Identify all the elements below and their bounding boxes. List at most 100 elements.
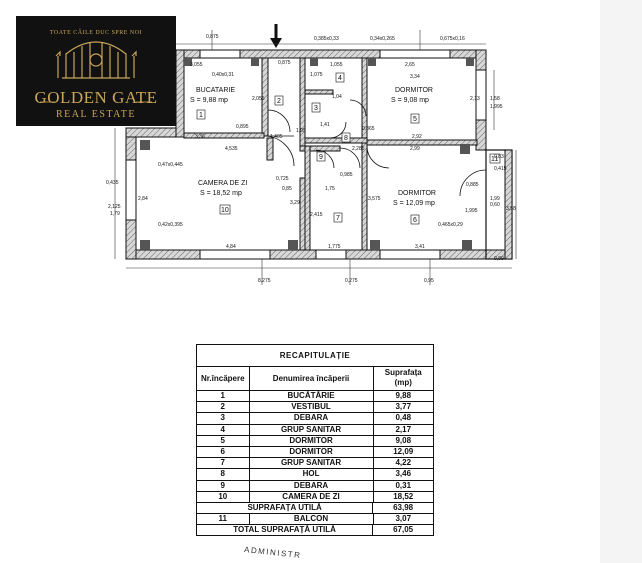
room-9-number: 9	[319, 154, 323, 161]
useful-area-label: SUPRAFAȚA UTILĂ	[197, 502, 374, 514]
recap-table: RECAPITULAȚIE Nr.încăpere Denumirea încă…	[196, 344, 434, 537]
dim-text: 2,125	[108, 204, 121, 210]
dim-text: 0,34x0,265	[370, 36, 395, 42]
dim-text: 1,58	[490, 96, 500, 102]
row-area: 3,77	[395, 402, 412, 412]
door-swings	[263, 99, 487, 197]
room-4-number: 4	[338, 75, 342, 82]
row-number: 2	[197, 402, 250, 413]
header-area-label: Suprafața	[384, 368, 422, 377]
dim-text: 0,47x0,445	[158, 162, 183, 168]
dim-text: 0,875	[278, 60, 291, 66]
room-5-area: S = 9,08 mp	[391, 97, 429, 104]
windows	[125, 49, 487, 260]
row-name: GRUP SANITAR	[250, 424, 374, 435]
dim-text: 0,385x0,33	[314, 36, 339, 42]
dim-text: 0,985	[340, 172, 353, 178]
dim-text: 2,99	[410, 146, 420, 152]
dim-text: 0,465x0,29	[438, 222, 463, 228]
room-6-number: 6	[413, 217, 417, 224]
useful-area-value: 63,98	[393, 502, 414, 512]
interior-walls	[183, 57, 478, 251]
row-number: 1	[197, 391, 250, 402]
dim-text: 3,41	[415, 244, 425, 250]
room-1-number: 1	[199, 112, 203, 119]
row-area: 0,48	[395, 413, 412, 423]
dim-text: 0,895	[236, 124, 249, 130]
dim-text: 2,285	[352, 146, 365, 152]
dim-text: 2,415	[310, 212, 323, 218]
row-name: DEBARA	[250, 480, 374, 491]
dim-text: 2,65	[405, 62, 415, 68]
room-7-number: 7	[336, 215, 340, 222]
row-number: 10	[197, 491, 250, 502]
row-area: 2,17	[395, 424, 412, 434]
sheet-edge	[600, 0, 642, 563]
dim-text: 1,75	[325, 186, 335, 192]
dim-text: 0,95	[424, 278, 434, 284]
dim-text: 2,84	[138, 196, 148, 202]
header-name: Denumirea încăperii	[250, 367, 374, 390]
room-10-name: CAMERA DE ZI	[198, 180, 247, 187]
dim-text: 4,535	[225, 146, 238, 152]
row-number: 4	[197, 424, 250, 435]
table-row: 2 VESTIBUL 3,77	[197, 402, 433, 414]
row-name: HOL	[250, 469, 374, 480]
row-name: GRUP SANITAR	[250, 458, 374, 469]
table-row: 3 DEBARA 0,48	[197, 413, 433, 425]
dim-text: 0,89	[494, 256, 504, 262]
dim-text: 3,36	[195, 134, 205, 140]
balcony-row: 11 BALCON 3,07	[197, 514, 433, 526]
row-area: 0,31	[395, 480, 412, 490]
dim-text: 1,04	[332, 94, 342, 100]
row-area: 18,52	[393, 491, 414, 501]
total-area-label: TOTAL SUPRAFAȚĂ UTILĂ	[197, 525, 374, 536]
dim-text: 1,405	[270, 134, 283, 140]
dim-text: 0,675x0,16	[440, 36, 465, 42]
table-row: 10 CAMERA DE ZI 18,52	[197, 491, 433, 503]
dim-text: 2,92	[412, 134, 422, 140]
row-area: 3,46	[395, 469, 412, 479]
dim-text: 1,95	[296, 128, 306, 134]
room-6-name: DORMITOR	[398, 190, 436, 197]
gate-emblem-icon	[40, 41, 152, 103]
dim-text: 0,435	[106, 180, 119, 186]
header-area-unit: (mp)	[394, 378, 412, 387]
recap-title: RECAPITULAȚIE	[197, 345, 433, 367]
dim-text: 1,79	[110, 211, 120, 217]
dim-text: 0,415	[494, 166, 507, 172]
room-2-number: 2	[277, 98, 281, 105]
balcony-number: 11	[197, 514, 250, 525]
room-5-name: DORMITOR	[395, 87, 433, 94]
dim-text: 1,995	[490, 104, 503, 110]
row-area: 9,08	[395, 435, 412, 445]
header-number: Nr.încăpere	[197, 367, 250, 390]
dimension-lines	[114, 30, 517, 285]
recap-header-row: Nr.încăpere Denumirea încăperii Suprafaț…	[197, 367, 433, 391]
row-area: 12,09	[393, 446, 414, 456]
room-1-name: BUCATARIE	[196, 87, 235, 94]
total-area-row: TOTAL SUPRAFAȚĂ UTILĂ 67,05	[197, 525, 433, 536]
row-number: 3	[197, 413, 250, 424]
dimension-texts: 3,055 0,40x0,31 0,385x0,33 0,34x0,265 0,…	[106, 34, 516, 284]
dim-text: 0,40x0,31	[212, 72, 234, 78]
entrance-arrow	[270, 24, 282, 48]
row-number: 8	[197, 469, 250, 480]
row-name: CAMERA DE ZI	[250, 491, 374, 502]
footer-stamp: ADMINISTR	[243, 545, 302, 560]
dim-text: 3,575	[368, 196, 381, 202]
total-area-value: 67,05	[393, 525, 414, 535]
dim-text: 8,275	[258, 278, 271, 284]
useful-area-row: SUPRAFAȚA UTILĂ 63,98	[197, 502, 433, 515]
row-name: DORMITOR	[250, 446, 374, 458]
table-row: 7 GRUP SANITAR 4,22	[197, 458, 433, 470]
table-row: 6 DORMITOR 12,09	[197, 446, 433, 459]
dim-text: 1,055	[330, 62, 343, 68]
columns	[140, 58, 474, 250]
dim-text: 0,875	[206, 34, 219, 40]
dim-text: 1,995	[465, 208, 478, 214]
row-name: VESTIBUL	[250, 402, 374, 413]
dim-text: 1,075	[310, 72, 323, 78]
dim-text: 1,41	[320, 122, 330, 128]
golden-gate-logo: TOATE CĂILE DUC SPRE NOI GOLDEN GATE REA…	[16, 16, 176, 126]
